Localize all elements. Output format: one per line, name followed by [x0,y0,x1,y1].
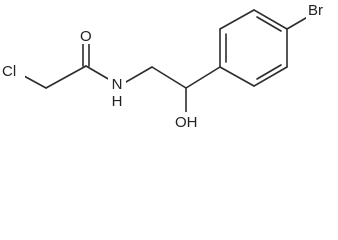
ring-bond-6 [219,66,255,87]
bond-ch2-ch [151,66,187,89]
ring-bond-5 [253,66,288,87]
chlorine-label: Cl [2,63,16,80]
ring-bond-3 [253,9,288,30]
bond-cl-ch2 [23,75,47,89]
ring-inner-2 [256,16,282,32]
nitrogen-bg [108,74,126,110]
bonds [23,9,312,113]
bond-carbonyl-n [85,65,111,81]
oxygen-bg [79,26,93,44]
bond-ch2-carbonyl [45,65,87,89]
chlorine-bg [1,60,25,80]
bond-ch-ring [185,66,221,89]
bromine-bg [306,1,332,21]
hydroxyl-label: OH [175,114,198,131]
bromine-label: Br [308,2,323,19]
oxygen-label: O [80,28,92,45]
ring-inner-3 [256,64,282,80]
hydroxyl-bg [174,112,202,132]
bond-n-ch2 [125,66,153,83]
ring-bond-2 [219,9,255,30]
